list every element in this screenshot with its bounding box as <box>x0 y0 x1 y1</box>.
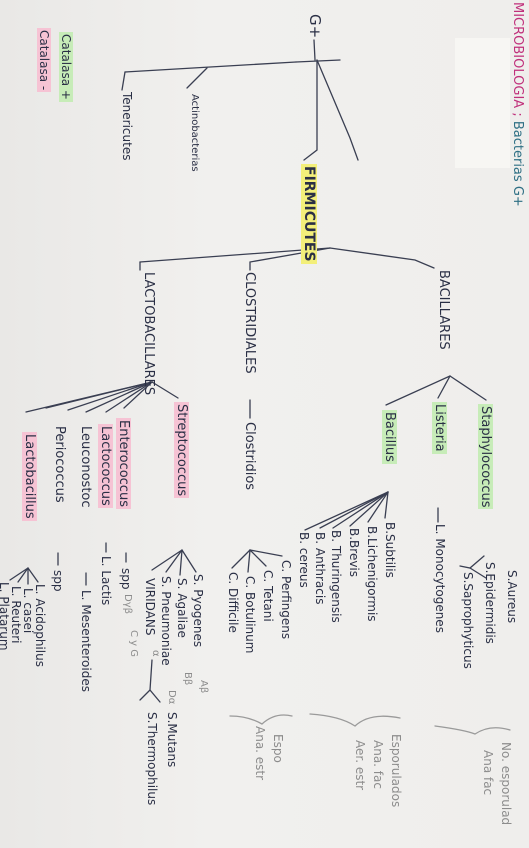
strep-species-3: S. Pneumoniae <box>159 576 173 666</box>
clostridium-species-2: C. Tetani <box>261 570 275 622</box>
viridans-species-1: S.Mutans <box>165 712 179 768</box>
strep-species-1: S. Pyogenes <box>191 574 205 648</box>
lactobacillus-species-4: L. Platarum <box>0 582 11 651</box>
staph-species-2: S.Epidermidis <box>483 562 497 644</box>
enterococcus-species: spp <box>119 568 133 590</box>
enterococcus-note: Dγβ <box>122 594 133 614</box>
strep-note-pyogenes: Aβ <box>198 680 209 694</box>
strep-species-2: S. Agaliae <box>175 578 189 638</box>
lactobacillus-species-3: L. Reuteri <box>9 586 23 644</box>
tenericutes-label: Tenericutes <box>120 92 134 161</box>
root-gram-positive: G+ <box>306 14 324 39</box>
staphylococcus-label: Staphylococcus <box>478 404 493 510</box>
annotation-ana-estr: Ana. estr <box>253 726 267 781</box>
leuconostoc-species: L. Mesenteroides <box>79 590 93 692</box>
annotation-espo: Espo <box>271 734 285 763</box>
bacillus-species-1: B.Subtilis <box>383 522 397 578</box>
strep-note-pneumoniae: Dα <box>166 690 177 705</box>
header-gram: G+ <box>510 185 525 207</box>
bacillus-species-6: B. cereus <box>297 532 311 588</box>
staph-species-1: S.Aureus <box>505 570 519 624</box>
bacillus-label: Bacillus <box>382 410 397 464</box>
clostridium-species-3: C. Botulinum <box>243 576 257 654</box>
bacillares-label: BACILLARES <box>436 270 451 350</box>
annotation-esporulados: Esporulados <box>389 734 403 808</box>
streptococcus-label: Streptococcus <box>174 402 189 499</box>
lactobacillus-species-2: L. casei <box>21 588 35 634</box>
listeria-species: L. Monocytogenes <box>433 524 447 633</box>
listeria-label: Listeria <box>432 402 447 454</box>
annotation-ana-fac-2: Ana. fac <box>371 740 385 789</box>
bacillus-species-3: B.Brevis <box>347 528 361 578</box>
annotation-aer-estr: Aer. estr <box>353 740 367 791</box>
sticky-note <box>455 38 510 168</box>
actinobacterias-label: Actinobacterias <box>189 94 200 172</box>
leuconostoc-label: Leuconostoc <box>78 426 93 508</box>
pediococcus-label: Periococcus <box>52 426 67 503</box>
page-header: MICROBIOLOGIA ; Bacterias G+ <box>510 2 525 207</box>
legend-catalasa-pos: Catalasa + <box>59 32 73 102</box>
annotation-no-esporulados: No. esporulad <box>499 742 513 826</box>
header-title: MICROBIOLOGIA ; <box>510 2 525 117</box>
bacillus-species-2: B.Lichenigormis <box>365 526 379 622</box>
bacillus-species-4: B. Thuringensis <box>329 530 343 623</box>
pediococcus-species: spp <box>51 570 65 592</box>
lactobacillus-label: Lactobacillus <box>22 432 37 521</box>
lactococcus-species: L. Lactis <box>99 556 113 606</box>
firmicutes-label: FIRMICUTES <box>301 164 317 264</box>
strep-note-group-cg: C y G <box>128 630 139 658</box>
bacillus-species-5: B. Anthracis <box>313 532 327 605</box>
strep-species-4: VIRIDANS <box>143 578 157 636</box>
enterococcus-label: Enterococcus <box>116 418 131 509</box>
clostridium-species-4: C. Difficile <box>226 572 240 633</box>
header-subtitle: Bacterias <box>510 120 525 182</box>
legend-catalasa-neg: Catalasa - <box>37 28 51 93</box>
clostridiales-label: CLOSTRIDIALES <box>242 272 257 374</box>
strep-note-agaliae: Bβ <box>182 672 193 686</box>
viridans-species-2: S.Thermophilus <box>145 712 159 806</box>
annotation-ana-fac-1: Ana fac <box>481 750 495 796</box>
staph-species-3: S.Saprophyticus <box>461 572 475 669</box>
clostridios-label: Clostridios <box>242 422 257 491</box>
lactobacillus-species-1: L. Acidophilus <box>33 584 47 667</box>
lactobacillares-label: LACTOBACILLARES <box>141 272 156 396</box>
lactococcus-label: Lactococcus <box>98 424 113 508</box>
clostridium-species-1: C. Perfingens <box>279 560 293 640</box>
strep-note-viridans: α <box>150 650 161 657</box>
